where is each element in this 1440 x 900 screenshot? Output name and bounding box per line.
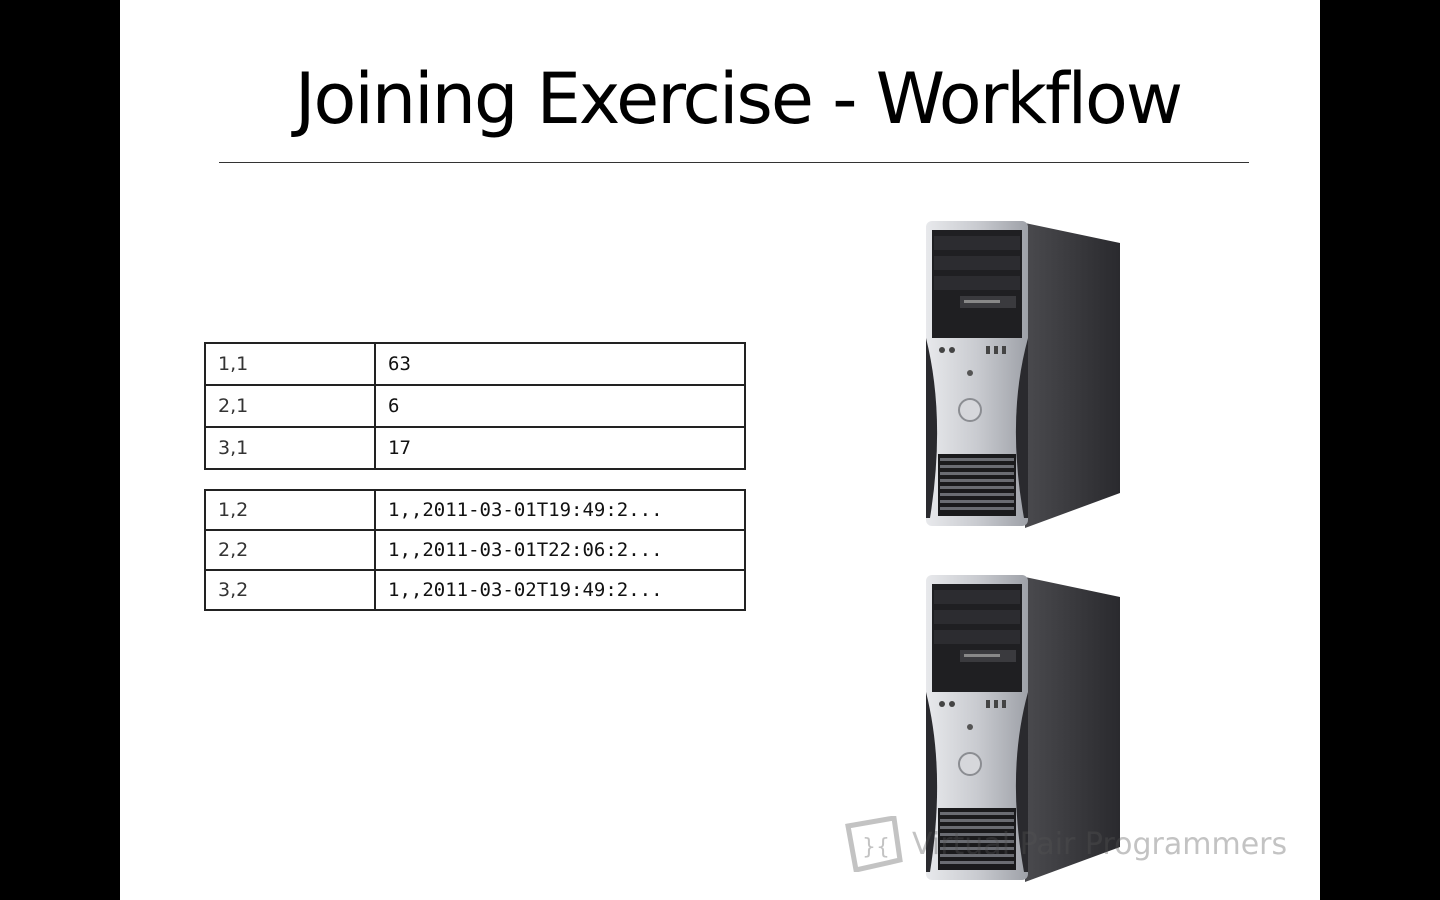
watermark: }{ Virtual Pair Programmers bbox=[844, 816, 1287, 872]
table-cell-value: 1,,2011-03-02T19:49:2... bbox=[374, 569, 746, 611]
svg-text:}{: }{ bbox=[862, 835, 890, 860]
table-cell-value: 1,,2011-03-01T19:49:2... bbox=[374, 489, 746, 531]
table-row: 1,1 63 bbox=[204, 342, 746, 386]
key-value-table-1: 1,1 63 2,1 6 3,1 17 bbox=[204, 342, 746, 470]
table-cell-key: 2,1 bbox=[204, 384, 376, 428]
table-cell-value: 6 bbox=[374, 384, 746, 428]
table-row: 3,1 17 bbox=[204, 426, 746, 470]
table-cell-value: 17 bbox=[374, 426, 746, 470]
table-cell-key: 1,1 bbox=[204, 342, 376, 386]
table-cell-value: 1,,2011-03-01T22:06:2... bbox=[374, 529, 746, 571]
key-value-table-2: 1,2 1,,2011-03-01T19:49:2... 2,2 1,,2011… bbox=[204, 489, 746, 611]
table-cell-key: 1,2 bbox=[204, 489, 376, 531]
desktop-tower-image bbox=[926, 221, 1120, 528]
table-row: 1,2 1,,2011-03-01T19:49:2... bbox=[204, 489, 746, 531]
slide-title: Joining Exercise - Workflow bbox=[294, 58, 1183, 140]
watermark-text: Virtual Pair Programmers bbox=[912, 826, 1288, 862]
table-row: 3,2 1,,2011-03-02T19:49:2... bbox=[204, 569, 746, 611]
table-row: 2,1 6 bbox=[204, 384, 746, 428]
table-cell-key: 3,2 bbox=[204, 569, 376, 611]
title-divider bbox=[219, 162, 1249, 163]
table-cell-value: 63 bbox=[374, 342, 746, 386]
desktop-tower-image bbox=[926, 575, 1120, 882]
slide: Joining Exercise - Workflow 1,1 63 2,1 6… bbox=[120, 0, 1320, 900]
table-cell-key: 3,1 bbox=[204, 426, 376, 470]
brackets-logo-icon: }{ bbox=[845, 816, 903, 872]
table-row: 2,2 1,,2011-03-01T22:06:2... bbox=[204, 529, 746, 571]
table-cell-key: 2,2 bbox=[204, 529, 376, 571]
